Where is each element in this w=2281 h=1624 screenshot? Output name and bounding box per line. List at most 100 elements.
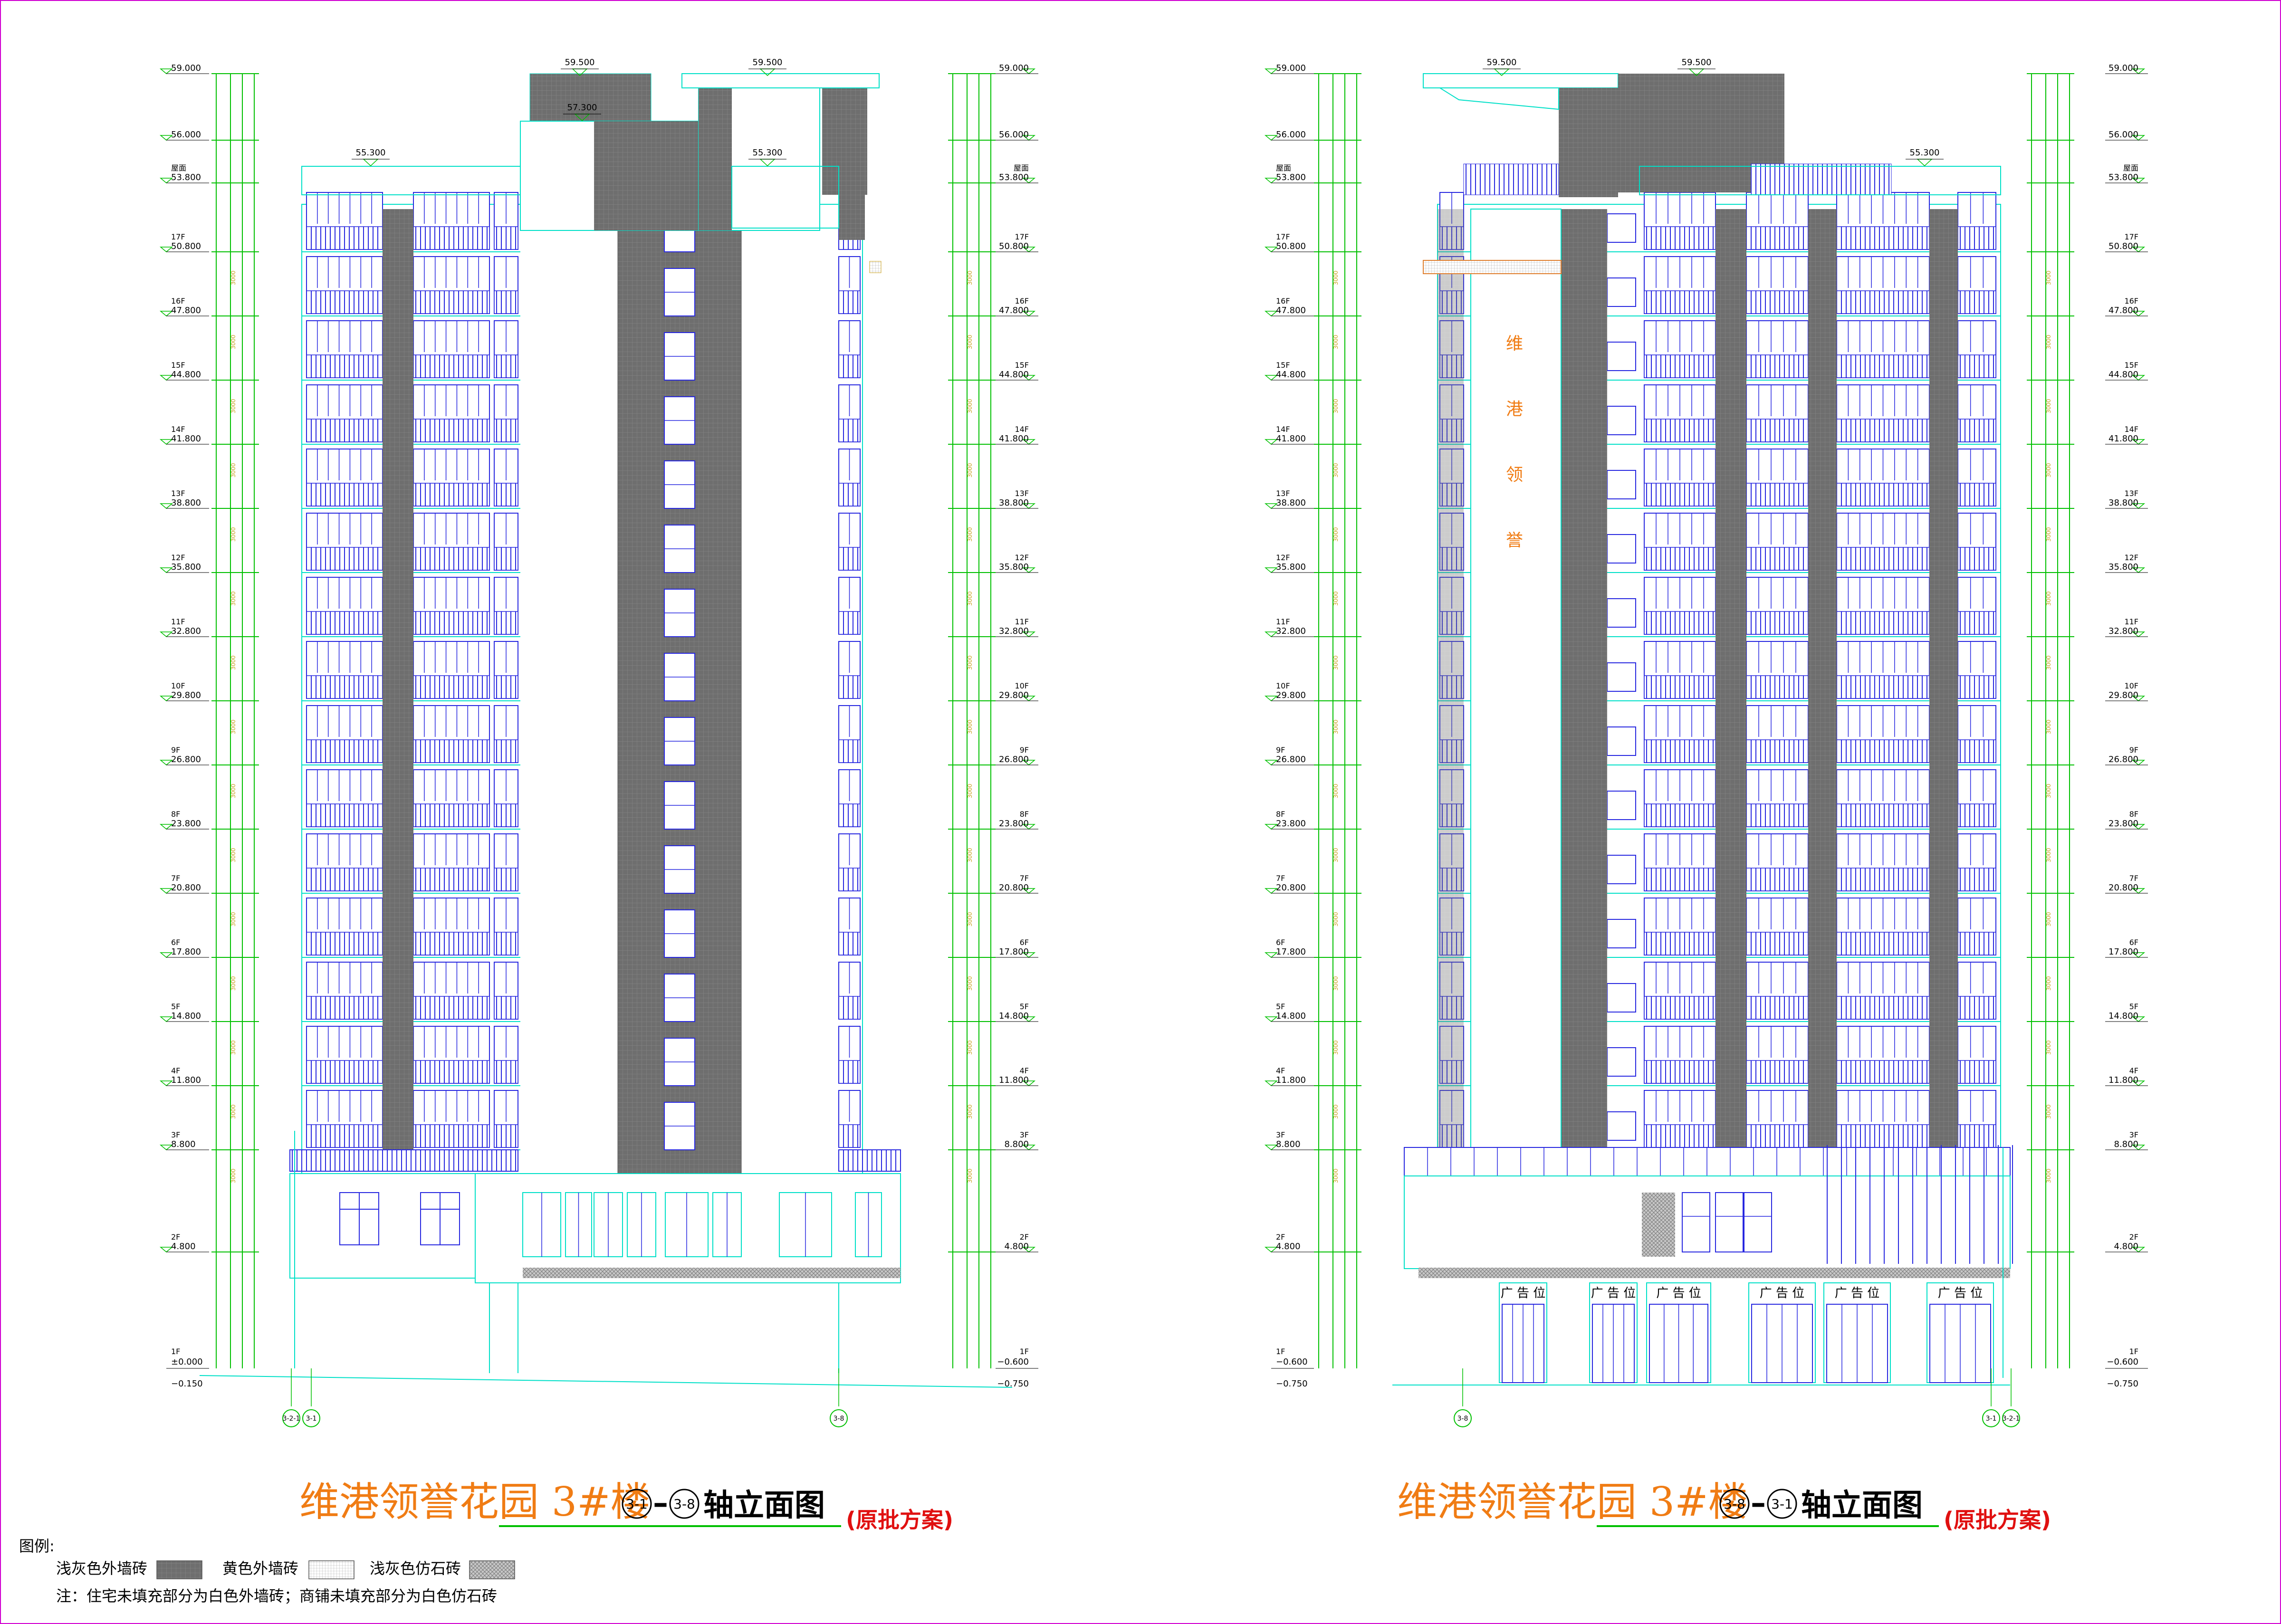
level-marker — [2131, 760, 2146, 765]
dimension-text: 3000 — [1332, 591, 1339, 606]
level-marker — [1264, 760, 1278, 765]
elevation-value: 20.800 — [1276, 883, 1306, 893]
balcony-railing — [306, 226, 383, 250]
level-marker — [159, 696, 173, 701]
elevation-value: 53.800 — [1276, 172, 1306, 182]
balcony-railing — [413, 354, 490, 378]
level-marker — [1022, 135, 1036, 141]
title-note: (原批方案) — [846, 1507, 953, 1533]
level-marker — [2131, 439, 2146, 445]
balcony-railing — [1957, 868, 1996, 891]
axis-label: 3-2-1 — [283, 1415, 300, 1423]
balcony-railing — [838, 996, 861, 1020]
elevation-value: −0.600 — [997, 1357, 1029, 1367]
level-marker — [1917, 159, 1933, 167]
elevation-ruler-left-inner: 59.00056.000屋面53.80017F50.80016F47.80015… — [948, 63, 1038, 1389]
elevation-ruler-left-outer: 59.00056.000屋面53.80017F50.80016F47.80015… — [159, 63, 259, 1389]
axis-label: 3-1 — [306, 1415, 317, 1423]
balcony-railing — [306, 547, 383, 571]
balcony-railing — [413, 226, 490, 250]
elevation-value: 50.800 — [171, 241, 201, 251]
level-marker — [159, 1145, 173, 1150]
wall-pier-dark — [383, 209, 413, 1155]
level-marker — [159, 567, 173, 573]
balcony-railing — [413, 932, 490, 955]
elevation-rulers: 59.00056.000屋面53.80017F50.80016F47.80015… — [159, 63, 2148, 1389]
level-marker — [1264, 888, 1278, 894]
balcony-railing — [1746, 932, 1809, 955]
elevation-value: 20.800 — [999, 883, 1029, 893]
roof-room-dark — [1559, 88, 1618, 197]
elevation-value: 26.800 — [999, 755, 1029, 764]
dimension-text: 3000 — [2045, 783, 2052, 798]
balcony-railing — [1957, 675, 1996, 699]
elevation-value: 8.800 — [2114, 1139, 2138, 1149]
level-marker — [1264, 952, 1278, 958]
balcony-railing — [1746, 1124, 1809, 1148]
level-marker — [2131, 1145, 2146, 1150]
title-axis-to: 3-8 — [673, 1496, 695, 1512]
elevation-value: 59.000 — [171, 63, 201, 73]
floor-label: 1F — [1276, 1347, 1285, 1356]
level-marker — [2131, 178, 2146, 183]
elevation-value: 23.800 — [999, 819, 1029, 829]
level-marker — [2131, 247, 2146, 252]
stair-window — [1607, 342, 1636, 371]
balcony-railing — [1644, 1060, 1716, 1084]
balcony-railing — [838, 739, 861, 763]
axis-label: 3-1 — [1986, 1415, 1997, 1423]
balcony-railing — [306, 611, 383, 635]
elevation-value: 32.800 — [2108, 626, 2138, 636]
balcony-railing — [838, 1060, 861, 1084]
dimension-text: 3000 — [1332, 848, 1339, 862]
balcony-railing — [1957, 803, 1996, 827]
elevation-value: 47.800 — [999, 306, 1029, 315]
elevation-value: 41.800 — [1276, 434, 1306, 444]
axis-circle — [669, 1489, 700, 1519]
balcony-railing — [838, 483, 861, 506]
balcony-railing — [413, 675, 490, 699]
floor-label: 1F — [2129, 1347, 2138, 1356]
axis-circle — [1767, 1489, 1797, 1519]
legend-note: 注：住宅未填充部分为白色外墙砖；商铺未填充部分为白色仿石砖 — [56, 1587, 497, 1605]
level-marker — [2131, 824, 2146, 830]
dimension-text: 3000 — [967, 848, 973, 862]
floor-label: 16F — [171, 296, 185, 306]
axis-bubble — [830, 1409, 848, 1427]
balcony-railing — [1644, 739, 1716, 763]
elevation-value: 29.800 — [999, 690, 1029, 700]
roof-canopy — [681, 73, 880, 88]
title-suffix: 轴立面图 — [1801, 1488, 1923, 1523]
level-marker — [159, 888, 173, 894]
top-level-mark: 55.300 — [753, 148, 783, 158]
floor-label: 9F — [2129, 745, 2138, 755]
axis-label: 3-2-1 — [2003, 1415, 2020, 1423]
level-marker — [2131, 1247, 2146, 1252]
dimension-text: 3000 — [230, 912, 237, 927]
balcony-railing — [1957, 547, 1996, 571]
elevation-value: 47.800 — [171, 306, 201, 315]
level-marker — [1264, 135, 1278, 141]
level-marker — [2131, 567, 2146, 573]
dimension-text: 3000 — [967, 976, 973, 991]
podium-railing — [838, 1149, 901, 1172]
level-marker — [1264, 824, 1278, 830]
elevation-value: 41.800 — [999, 434, 1029, 444]
balcony-railing — [494, 290, 518, 314]
elevation-value: 11.800 — [999, 1075, 1029, 1085]
podium-window — [1682, 1192, 1710, 1252]
dimension-text: 3000 — [967, 591, 973, 606]
level-marker — [759, 68, 776, 76]
dimension-text: 3000 — [967, 463, 973, 478]
floor-label: 屋面 — [1276, 163, 1291, 172]
floor-label: 11F — [1015, 617, 1029, 626]
roof-tower-dark — [699, 88, 732, 230]
level-marker — [159, 135, 173, 141]
elevation-value: −0.750 — [1276, 1379, 1308, 1389]
legend-swatch — [308, 1560, 355, 1579]
balcony-railing — [306, 419, 383, 442]
level-marker — [1022, 631, 1036, 637]
elevation-value: 32.800 — [171, 626, 201, 636]
elevation-value: 26.800 — [171, 755, 201, 764]
title-main: 维港领誉花园 3#楼 — [299, 1479, 651, 1525]
